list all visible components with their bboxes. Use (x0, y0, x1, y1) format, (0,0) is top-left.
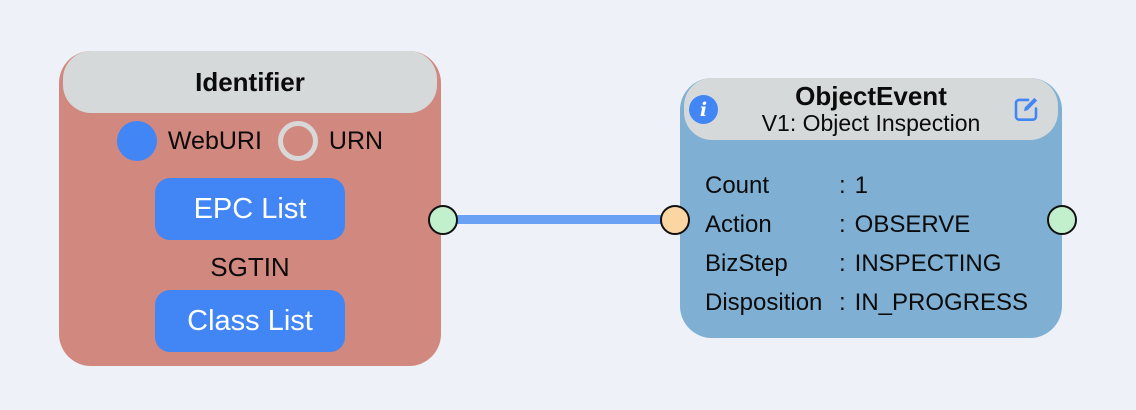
radio-option-urn[interactable]: URN (277, 121, 384, 161)
identifier-scheme-label: SGTIN (210, 252, 290, 282)
objectevent-source-handle[interactable] (1047, 205, 1077, 235)
property-colon: : (839, 171, 846, 199)
property-label: Action (705, 210, 772, 238)
property-value: 1 (854, 171, 869, 199)
identifier-node[interactable]: Identifier WebURI URN EPC List SGTIN Cla… (59, 51, 441, 366)
property-row-action: Action : OBSERVE (705, 205, 1048, 244)
identifier-node-header[interactable]: Identifier (63, 51, 437, 113)
property-value: OBSERVE (854, 210, 971, 238)
identifier-source-handle[interactable] (428, 205, 458, 235)
info-icon[interactable]: i (689, 95, 718, 124)
objectevent-target-handle[interactable] (660, 205, 690, 235)
property-label: BizStep (705, 249, 788, 277)
edit-icon[interactable] (1012, 95, 1040, 123)
property-label: Disposition (705, 288, 823, 316)
radio-weburi-label: WebURI (167, 126, 262, 155)
radio-urn-label: URN (328, 126, 384, 155)
property-colon: : (839, 249, 846, 277)
objectevent-node[interactable]: i ObjectEvent V1: Object Inspection Coun… (680, 78, 1062, 338)
identifier-node-title: Identifier (195, 67, 305, 97)
radio-urn-icon[interactable] (277, 121, 318, 161)
identifier-format-radio-group: WebURI URN (59, 121, 441, 161)
property-row-count: Count : 1 (705, 166, 1048, 205)
property-row-disposition: Disposition : IN_PROGRESS (705, 283, 1048, 322)
class-list-button[interactable]: Class List (155, 290, 345, 352)
objectevent-node-title: ObjectEvent (795, 81, 947, 111)
edge-identifier-to-objectevent[interactable] (443, 215, 675, 224)
property-value: INSPECTING (854, 249, 1002, 277)
objectevent-node-header[interactable]: i ObjectEvent V1: Object Inspection (684, 78, 1058, 140)
objectevent-node-subtitle: V1: Object Inspection (761, 110, 981, 136)
property-colon: : (839, 210, 846, 238)
radio-option-weburi[interactable]: WebURI (116, 121, 262, 161)
epc-list-button[interactable]: EPC List (155, 178, 345, 240)
radio-weburi-icon[interactable] (116, 121, 157, 161)
property-row-bizstep: BizStep : INSPECTING (705, 244, 1048, 283)
property-colon: : (839, 288, 846, 316)
objectevent-properties: Count : 1 Action : OBSERVE BizStep : INS… (705, 166, 1048, 322)
property-value: IN_PROGRESS (854, 288, 1029, 316)
property-label: Count (705, 171, 770, 199)
